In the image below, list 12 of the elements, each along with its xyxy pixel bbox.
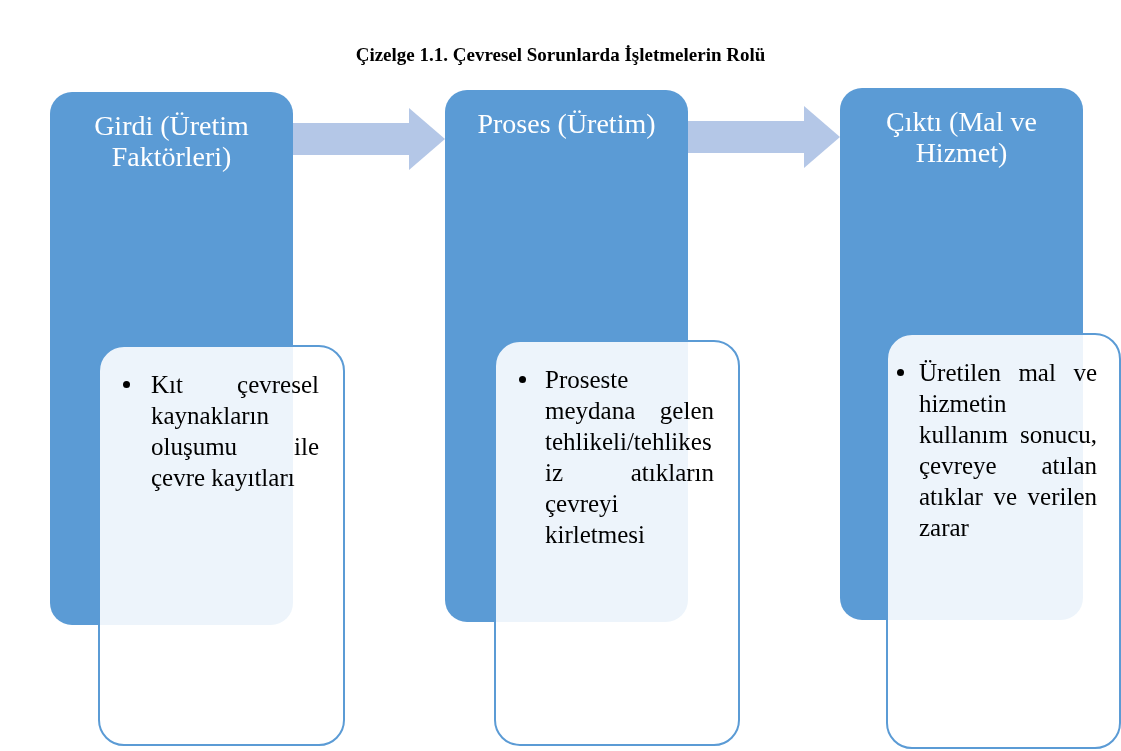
bullet-text: Proseste meydana gelen tehlikeli/tehlikesiz atıkların çevreyi kirletmesi	[545, 366, 714, 548]
bullet-text: Üretilen mal ve hizmetin kullanım sonucu, çevreye atılan atıklar ve verilen zarar	[919, 359, 1097, 541]
description-box	[494, 340, 740, 746]
stage-title: Proses (Üretim)	[476, 108, 657, 139]
bullet-text: Kıt çevresel kaynakların oluşumu ile çevre kayıtları	[151, 371, 319, 491]
diagram-title: Çizelge 1.1. Çevresel Sorunlarda İşletmelerin Rolü	[354, 44, 767, 66]
block-arrow	[293, 108, 445, 170]
stage-title: Girdi (Üretim Faktörleri)	[93, 110, 250, 172]
stage-title: Çıktı (Mal ve Hizmet)	[885, 106, 1038, 168]
description-box	[98, 345, 345, 746]
block-arrow	[688, 106, 840, 168]
description-box	[886, 333, 1121, 749]
